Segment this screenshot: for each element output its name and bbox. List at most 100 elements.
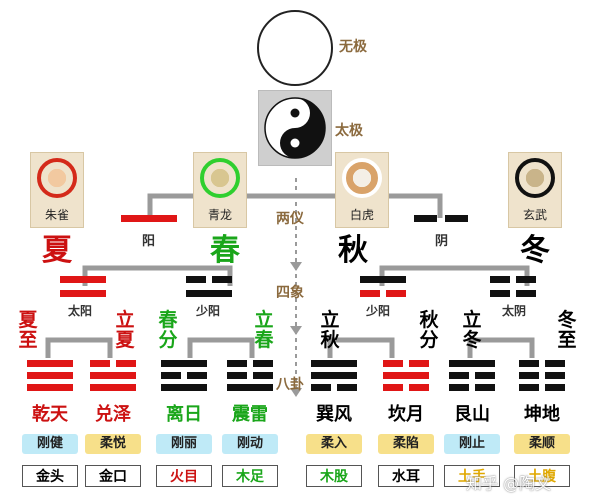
trigram-symbol — [161, 360, 207, 398]
season-winter: 冬 — [520, 233, 550, 268]
yang-line — [311, 360, 357, 367]
yang-line — [27, 360, 73, 367]
yin-line — [519, 360, 539, 367]
trigram-body-part: 金头 — [22, 465, 78, 487]
yin-line — [311, 384, 331, 391]
yin-bar-right — [445, 215, 468, 222]
trigram-symbol — [383, 360, 429, 398]
four-image-line — [516, 290, 536, 297]
season-summer: 夏 — [42, 233, 72, 268]
yin-line — [227, 360, 247, 367]
trigram-body-part: 土手 — [444, 465, 500, 487]
four-image-label: 太阴 — [500, 302, 529, 319]
yin-bar-left — [414, 215, 437, 222]
solar-term-label: 春分 — [158, 309, 178, 351]
vermilion-bird-icon — [37, 158, 77, 198]
trigram-name: 坎月 — [388, 404, 424, 425]
four-image-label: 太阳 — [66, 302, 95, 319]
taiji-panel — [258, 90, 332, 166]
four-image-line — [360, 290, 380, 297]
yin-line — [545, 384, 565, 391]
yang-line — [27, 384, 73, 391]
four-image-line — [60, 290, 106, 297]
trigram-name: 离日 — [166, 404, 202, 425]
yang-line — [311, 372, 357, 379]
yin-line — [253, 372, 273, 379]
four-image-line — [360, 276, 406, 283]
four-image-line — [386, 290, 406, 297]
wuji-circle — [257, 10, 333, 86]
trigram-body-part: 金口 — [85, 465, 141, 487]
taiji-label: 太极 — [335, 123, 363, 139]
trigram-symbol — [449, 360, 495, 398]
trigram-quality: 刚动 — [222, 434, 278, 454]
beast-caption: 玄武 — [522, 208, 547, 222]
azure-dragon-tile: 青龙 — [193, 152, 247, 228]
yang-line — [383, 372, 429, 379]
trigram-body-part: 火目 — [156, 465, 212, 487]
yin-line — [187, 372, 207, 379]
solar-term-label: 秋分 — [419, 309, 439, 351]
four-image-label: 少阳 — [194, 302, 223, 319]
yin-line — [519, 372, 539, 379]
watermark: 知乎 @陶文 — [466, 474, 552, 493]
liangyi-label: 两仪 — [276, 211, 304, 227]
bagua-label: 八卦 — [276, 377, 304, 393]
yin-line — [475, 384, 495, 391]
trigram-body-part: 水耳 — [378, 465, 434, 487]
trigram-quality: 刚丽 — [156, 434, 212, 454]
yang-line — [449, 360, 495, 367]
season-spring: 春 — [210, 233, 240, 268]
yang-line — [90, 372, 136, 379]
trigram-quality: 柔顺 — [514, 434, 570, 454]
trigram-body-part: 木足 — [222, 465, 278, 487]
yang-label: 阳 — [140, 230, 158, 249]
yin-line — [253, 360, 273, 367]
trigram-quality: 刚止 — [444, 434, 500, 454]
trigram-quality: 柔陷 — [378, 434, 434, 454]
solar-term-label: 立夏 — [115, 309, 135, 351]
solar-term-label: 夏至 — [18, 309, 38, 351]
trigram-body-part: 土腹 — [514, 465, 570, 487]
four-image-label: 少阳 — [364, 302, 393, 319]
trigram-name: 坤地 — [524, 404, 560, 425]
trigram-symbol — [27, 360, 73, 398]
four-image-line — [212, 276, 232, 283]
beast-caption: 白虎 — [349, 208, 374, 222]
trigram-name: 兑泽 — [95, 404, 131, 425]
trigram-name: 乾天 — [32, 404, 68, 425]
solar-term-label: 立秋 — [320, 309, 340, 351]
yang-line — [161, 360, 207, 367]
yang-line — [161, 384, 207, 391]
yin-line — [337, 384, 357, 391]
yin-line — [116, 360, 136, 367]
black-tortoise-tile: 玄武 — [508, 152, 562, 228]
yin-line — [161, 372, 181, 379]
yin-line — [519, 384, 539, 391]
yin-line — [409, 384, 429, 391]
sixiang-label: 四象 — [276, 285, 304, 301]
four-image-line — [490, 290, 510, 297]
yin-line — [449, 384, 469, 391]
trigram-name: 震雷 — [232, 404, 268, 425]
four-image-line — [186, 276, 206, 283]
trigram-quality: 柔悦 — [85, 434, 141, 454]
white-tiger-tile: 白虎 — [335, 152, 389, 228]
yin-line — [383, 360, 403, 367]
four-image-line — [186, 290, 232, 297]
solar-term-label: 立冬 — [462, 309, 482, 351]
trigram-name: 巽风 — [316, 404, 352, 425]
season-autumn: 秋 — [338, 233, 368, 268]
yin-label: 阴 — [433, 230, 451, 249]
wuji-label: 无极 — [339, 39, 367, 55]
black-tortoise-icon — [515, 158, 555, 198]
four-image-line — [516, 276, 536, 283]
trigram-body-part: 木股 — [306, 465, 362, 487]
white-tiger-icon — [342, 158, 382, 198]
four-image-line — [60, 276, 106, 283]
trigram-quality: 刚健 — [22, 434, 78, 454]
yin-line — [90, 360, 110, 367]
yin-line — [545, 372, 565, 379]
yin-line — [449, 372, 469, 379]
yin-line — [409, 360, 429, 367]
